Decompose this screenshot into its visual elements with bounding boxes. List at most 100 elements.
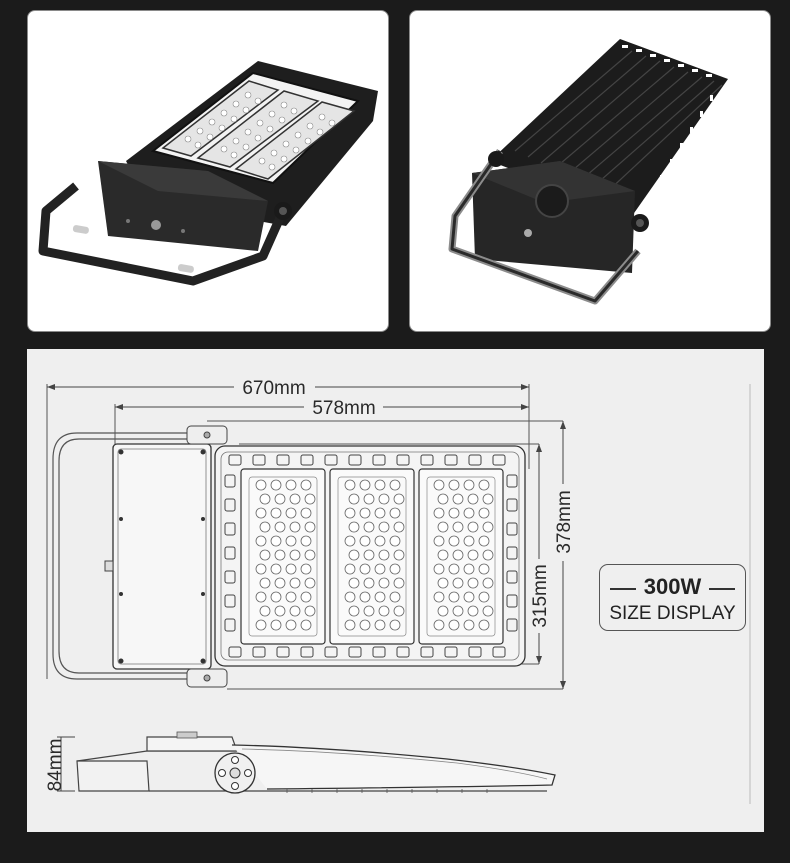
- led-lens: [289, 549, 301, 561]
- led-lens: [433, 619, 445, 631]
- led-lens: [378, 577, 390, 589]
- led-lens: [463, 563, 475, 575]
- led-lens: [467, 521, 479, 533]
- led-lens: [393, 493, 405, 505]
- led-lens: [452, 605, 464, 617]
- led-face-illustration: [38, 61, 378, 286]
- led-lens: [448, 535, 460, 547]
- dim-text-body-length: 578mm: [312, 398, 375, 419]
- led-lens: [348, 493, 360, 505]
- led-lens: [348, 605, 360, 617]
- led-lens: [433, 591, 445, 603]
- led-lens: [259, 577, 271, 589]
- led-lens: [437, 549, 449, 561]
- led-lens: [389, 535, 401, 547]
- led-lens: [300, 619, 312, 631]
- driver-box: [98, 161, 268, 251]
- led-lens: [389, 563, 401, 575]
- size-display-badge: 300W SIZE DISPLAY: [599, 564, 746, 631]
- led-lens: [289, 577, 301, 589]
- led-lens: [255, 535, 267, 547]
- dim-body-length: 578mm: [115, 398, 529, 419]
- led-lens: [274, 549, 286, 561]
- product-photo-back: [409, 10, 771, 332]
- led-lens: [478, 563, 490, 575]
- frame-slots: [622, 45, 713, 197]
- led-lens: [270, 619, 282, 631]
- led-lens: [289, 605, 301, 617]
- led-lens: [270, 591, 282, 603]
- heatsink-fins: [514, 50, 723, 194]
- led-lens: [274, 493, 286, 505]
- led-lens: [359, 563, 371, 575]
- led-lens: [270, 535, 282, 547]
- led-lens: [344, 619, 356, 631]
- led-lens: [300, 535, 312, 547]
- led-lens: [482, 493, 494, 505]
- led-lens: [482, 605, 494, 617]
- badge-rule-left: [610, 588, 636, 590]
- led-lens: [274, 577, 286, 589]
- side-view: [76, 731, 556, 794]
- led-lens: [433, 563, 445, 575]
- led-lens: [393, 577, 405, 589]
- led-lens: [448, 619, 460, 631]
- led-lens: [467, 549, 479, 561]
- led-lens: [359, 507, 371, 519]
- dim-body-width: 315mm: [530, 444, 551, 664]
- led-lens: [378, 493, 390, 505]
- led-lens: [259, 549, 271, 561]
- dim-text-overall-width: 378mm: [554, 490, 575, 553]
- led-lens: [259, 493, 271, 505]
- dim-text-height: 84mm: [45, 739, 66, 792]
- led-lens: [255, 507, 267, 519]
- led-lens: [304, 605, 316, 617]
- led-lens: [344, 563, 356, 575]
- led-lens: [255, 479, 267, 491]
- led-lens: [348, 549, 360, 561]
- led-lens: [363, 549, 375, 561]
- led-lens: [363, 605, 375, 617]
- led-lens: [255, 591, 267, 603]
- led-lens: [389, 591, 401, 603]
- led-lens: [433, 507, 445, 519]
- technical-drawing: 670mm 578mm 378mm 315mm: [45, 378, 751, 804]
- dim-overall-width: 378mm: [554, 421, 575, 689]
- led-lens: [452, 577, 464, 589]
- dim-height: 84mm: [45, 736, 75, 792]
- led-lens: [285, 535, 297, 547]
- led-lens: [359, 619, 371, 631]
- led-lens: [478, 479, 490, 491]
- led-lenses: [255, 479, 494, 631]
- led-lens: [374, 479, 386, 491]
- led-lens: [437, 493, 449, 505]
- led-lens: [374, 563, 386, 575]
- led-lens: [285, 479, 297, 491]
- top-view-led-body: [214, 445, 526, 667]
- led-lens: [285, 563, 297, 575]
- led-lens: [344, 479, 356, 491]
- led-lens: [463, 479, 475, 491]
- led-lens: [437, 577, 449, 589]
- led-lens: [255, 619, 267, 631]
- led-lens: [433, 535, 445, 547]
- top-view-driver-box: [104, 443, 212, 670]
- led-lens: [259, 521, 271, 533]
- led-lens: [463, 619, 475, 631]
- led-lens: [304, 521, 316, 533]
- led-lens: [348, 577, 360, 589]
- led-lens: [452, 549, 464, 561]
- badge-rule-right: [709, 588, 735, 590]
- led-lens: [285, 591, 297, 603]
- led-lens: [448, 591, 460, 603]
- led-lens: [348, 521, 360, 533]
- badge-power: 300W: [643, 574, 702, 599]
- led-lens: [452, 521, 464, 533]
- led-lens: [374, 619, 386, 631]
- led-lens: [344, 535, 356, 547]
- led-lens: [270, 479, 282, 491]
- led-lens: [285, 619, 297, 631]
- led-lens: [452, 493, 464, 505]
- led-lens: [389, 507, 401, 519]
- led-lens: [363, 577, 375, 589]
